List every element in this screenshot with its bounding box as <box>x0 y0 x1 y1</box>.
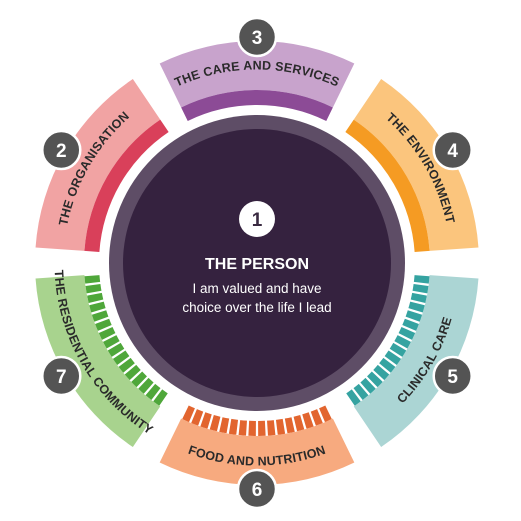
segment-accent-stripe <box>302 412 314 429</box>
segment-band-the-care-and-services <box>159 41 355 108</box>
segment-accent-stripe <box>248 420 256 436</box>
segment-accent-stripe <box>310 409 323 426</box>
segment-accent-stripe <box>402 318 419 331</box>
center-disc <box>123 129 391 397</box>
segment-accent-the-environment <box>345 119 430 252</box>
segment-band-the-environment <box>353 78 479 251</box>
number-badge-text: 4 <box>447 141 458 162</box>
number-badge-text: 3 <box>252 28 263 49</box>
segment-band-the-residential-community <box>35 275 161 448</box>
segment-accent-stripe <box>153 389 168 406</box>
segment-accent-stripe <box>353 383 369 400</box>
segment-accent-stripe <box>98 326 116 340</box>
number-badge-circle <box>41 355 82 397</box>
segment-accent-stripe <box>384 350 402 365</box>
number-badge-text: 2 <box>56 141 67 162</box>
number-badge-text: 6 <box>252 480 263 501</box>
number-badge-circle <box>236 468 278 510</box>
segment-accent-stripe <box>413 275 430 284</box>
segment-accent-stripe <box>398 326 416 340</box>
segment-accent-stripe <box>373 364 390 381</box>
segment-accent-stripe <box>275 418 286 435</box>
segment-accent-stripe <box>145 383 161 400</box>
segment-accent-stripe <box>200 412 212 429</box>
segment-accent-stripe <box>138 377 154 394</box>
number-badge-text: 7 <box>56 367 67 388</box>
segment-accent-stripe <box>293 414 305 432</box>
segment-accent-stripe <box>131 371 147 388</box>
segment-accent-stripe <box>360 377 376 394</box>
number-badge-circle <box>432 355 473 397</box>
segment-accent-stripe <box>267 420 276 436</box>
segment-number-badge-4: 4 <box>432 129 473 171</box>
segment-accent-stripe <box>182 405 195 423</box>
segment-accent-stripe <box>228 418 239 435</box>
number-badge-text: 5 <box>447 367 458 388</box>
segment-accent-stripe <box>118 357 135 373</box>
segment-accent-stripe <box>85 284 102 294</box>
segment-number-badge-7: 7 <box>41 355 82 397</box>
segment-accent-stripe <box>124 364 141 381</box>
segment-number-badge-6: 6 <box>236 468 278 510</box>
segment-accent-stripe <box>112 350 130 365</box>
segment-accent-base-food-and-nutrition <box>181 405 333 436</box>
segment-accent-stripe <box>191 409 204 426</box>
segment-accent-stripe <box>107 342 125 357</box>
badges-layer: 3 4 5 6 7 2 <box>41 16 473 510</box>
center-subtitle-line-2: choice over the life I lead <box>182 300 331 315</box>
center-title: THE PERSON <box>205 256 309 273</box>
segment-band-the-organisation <box>35 78 161 251</box>
center-layer: 1 THE PERSON I am valued and have choice… <box>109 115 405 411</box>
segment-accent-stripe <box>319 405 332 423</box>
segment-accent-stripe <box>87 292 104 303</box>
segment-accent-stripe <box>410 292 427 303</box>
center-subtitle-line-1: I am valued and have <box>192 281 321 296</box>
segment-the-care-and-services: THE CARE AND SERVICES <box>159 41 355 121</box>
segment-accent-stripe <box>412 284 429 294</box>
segment-accent-stripe <box>209 414 221 432</box>
segment-accent-stripe <box>219 417 230 434</box>
segment-accent-stripe <box>89 301 106 313</box>
segment-accent-stripe <box>367 371 383 388</box>
number-badge-circle <box>432 129 473 171</box>
number-badge-circle <box>41 129 82 171</box>
segment-band-food-and-nutrition <box>159 418 355 486</box>
segment-accent-stripe <box>84 275 101 284</box>
segment-accent-stripe <box>95 318 112 331</box>
segment-accent-the-organisation <box>84 119 169 252</box>
segment-accent-stripe <box>258 420 266 436</box>
segment-accent-stripe <box>346 389 361 406</box>
center-number-badge <box>239 201 275 237</box>
segment-accent-stripe <box>408 301 425 313</box>
number-badge-circle <box>236 16 278 58</box>
segment-food-and-nutrition: FOOD AND NUTRITION <box>159 405 355 486</box>
segment-accent-stripe <box>394 335 411 349</box>
segment-accent-stripe <box>284 417 295 434</box>
segment-band-clinical-care <box>353 275 479 448</box>
segment-accent-stripe <box>379 357 396 373</box>
segment-accent-stripe <box>91 310 109 322</box>
segment-accent-stripe <box>405 310 423 322</box>
segment-accent-stripe <box>103 335 120 349</box>
center-number: 1 <box>252 210 263 231</box>
segment-number-badge-3: 3 <box>236 16 278 58</box>
segment-accent-the-care-and-services <box>181 90 333 121</box>
segment-number-badge-2: 2 <box>41 129 82 171</box>
segment-accent-stripe <box>389 342 407 357</box>
segment-the-organisation: THE ORGANISATION <box>35 78 169 252</box>
segment-number-badge-5: 5 <box>432 355 473 397</box>
segment-accent-stripe <box>238 420 247 436</box>
